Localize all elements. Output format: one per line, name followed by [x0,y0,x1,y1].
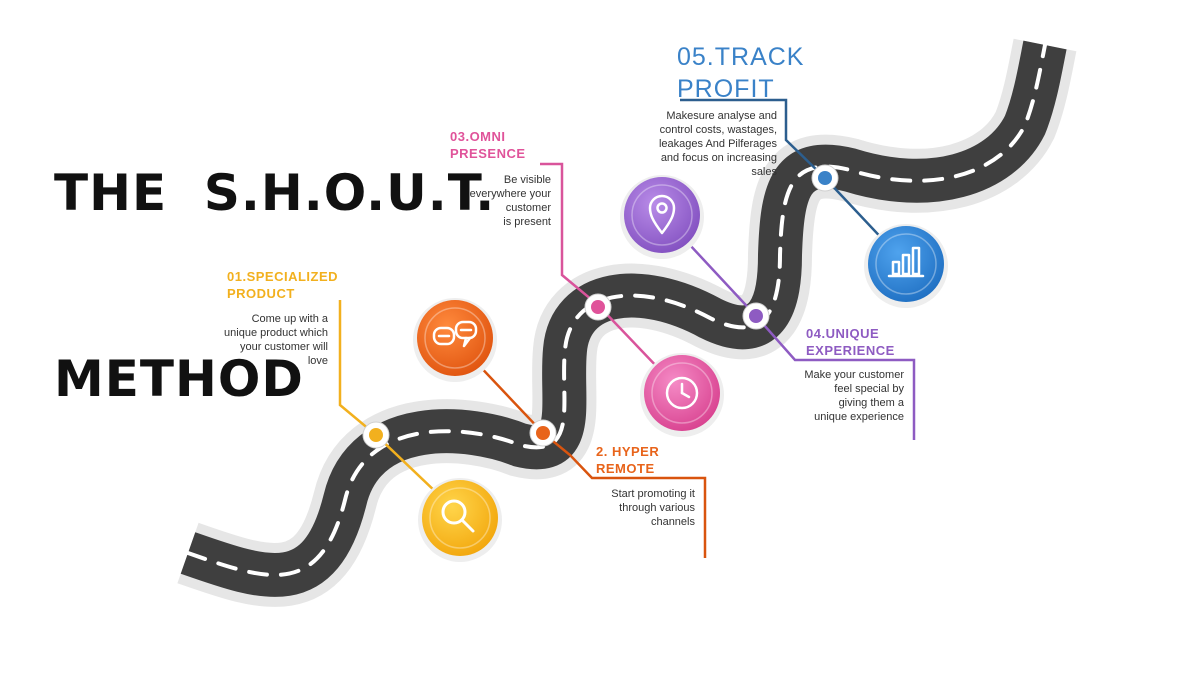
step-2-title: 2. HYPER REMOTE [596,444,660,476]
step-1-description: Come up with a unique product which your… [224,313,328,367]
magnifier-icon [441,499,475,533]
step-4-title: 04.UNIQUE EXPERIENCE [806,326,895,358]
icon-badge-step-5 [864,224,948,308]
step-4-description: Make your customer feel special by givin… [804,369,904,423]
page-title: THE S.H.O.U.T. METHOD [54,38,495,472]
location-pin-icon [648,194,676,235]
connector-step-5 [680,98,907,265]
bar-chart-icon [887,246,925,278]
connector-step-2 [454,339,707,558]
title-line-2: METHOD [54,350,304,408]
step-1-title: 01.SPECIALIZED PRODUCT [227,269,339,301]
step-2-description: Start promoting it through various chann… [611,488,695,528]
step-3-description: Be visible everywhere your customer is p… [469,174,551,228]
road-markers [362,164,839,449]
clock-icon [665,376,699,410]
title-line-1: THE S.H.O.U.T. [54,164,496,222]
step-3-title: 03.OMNI PRESENCE [450,129,526,161]
connector-lines [338,98,916,558]
step-5-title: 05.TRACK PROFIT [677,43,805,103]
connector-step-4 [661,214,916,440]
icon-badge-step-3 [640,353,724,437]
winding-road [177,38,1077,607]
chat-bubbles-icon [432,320,478,348]
step-5-description: Makesure analyse and control costs, wast… [658,110,777,178]
connector-step-1 [338,300,461,516]
icon-badge-step-2 [413,298,497,382]
icon-badge-step-1 [418,478,502,562]
icon-badge-step-4 [620,175,704,259]
connector-step-3 [540,162,683,394]
